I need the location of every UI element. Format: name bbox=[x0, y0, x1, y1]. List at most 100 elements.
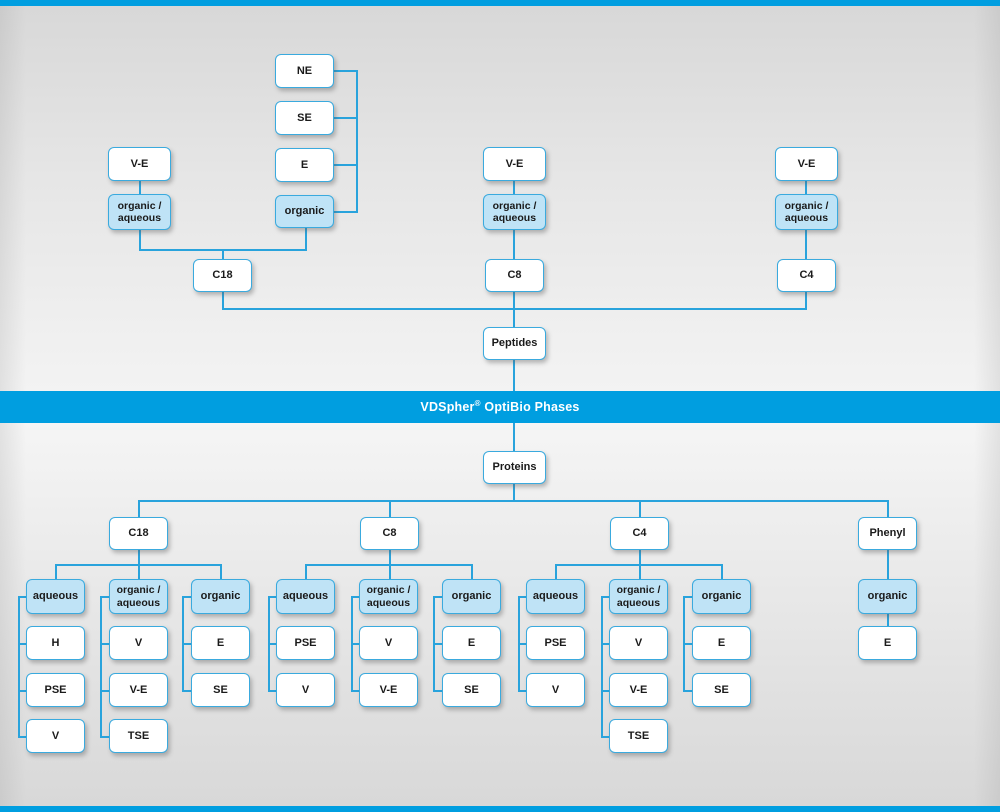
section-banner: VDSpher® OptiBio Phases bbox=[0, 391, 1000, 423]
node-c18-organic-e[interactable]: E bbox=[191, 626, 250, 660]
node-c18-oa-tse[interactable]: TSE bbox=[109, 719, 168, 753]
node-e[interactable]: E bbox=[275, 148, 334, 182]
node-c18-aqueous[interactable]: aqueous bbox=[26, 579, 85, 614]
node-c8-aqueous-v[interactable]: V bbox=[276, 673, 335, 707]
node-c8-aqueous[interactable]: aqueous bbox=[276, 579, 335, 614]
connector-c8-oa-stub2 bbox=[351, 690, 363, 692]
connector-oa-down-c18 bbox=[139, 229, 141, 250]
connector-c8-aq-stub1 bbox=[268, 643, 280, 645]
node-c4-aqueous[interactable]: aqueous bbox=[526, 579, 585, 614]
connector-c4-down-lower bbox=[639, 550, 641, 565]
node-c18-organic-se[interactable]: SE bbox=[191, 673, 250, 707]
node-ve-c18[interactable]: V-E bbox=[108, 147, 171, 181]
connector-phenyl-organic-to-e bbox=[887, 614, 889, 626]
node-c18-organic[interactable]: organic bbox=[191, 579, 250, 614]
connector-phenyl-to-organic bbox=[887, 550, 889, 579]
connector-c18-aq-stub3 bbox=[18, 736, 30, 738]
connector-c4-org-stub0 bbox=[683, 596, 695, 598]
connector-c4-to-aqueous bbox=[555, 564, 557, 579]
connector-c18-org-stub1 bbox=[182, 643, 194, 645]
connector-proteins-distributor bbox=[138, 500, 888, 502]
node-c4-organic[interactable]: organic bbox=[692, 579, 751, 614]
node-c18-oa-v[interactable]: V bbox=[109, 626, 168, 660]
node-organic-c18[interactable]: organic bbox=[275, 195, 334, 228]
node-organic-aqueous-c4[interactable]: organic / aqueous bbox=[775, 194, 838, 230]
connector-drop-phenyl bbox=[887, 500, 889, 517]
node-organic-aqueous-c18[interactable]: organic / aqueous bbox=[108, 194, 171, 230]
node-c4-organic-aqueous[interactable]: organic / aqueous bbox=[609, 579, 668, 614]
connector-drop-c4 bbox=[639, 500, 641, 517]
node-c8-peptides[interactable]: C8 bbox=[485, 259, 544, 292]
connector-c18-org-stub0 bbox=[182, 596, 194, 598]
node-peptides-root[interactable]: Peptides bbox=[483, 327, 546, 360]
node-ve-c4[interactable]: V-E bbox=[775, 147, 838, 181]
connector-c18-to-organic bbox=[220, 564, 222, 579]
node-organic-aqueous-c8[interactable]: organic / aqueous bbox=[483, 194, 546, 230]
connector-ne-out bbox=[333, 70, 358, 72]
node-phenyl-proteins[interactable]: Phenyl bbox=[858, 517, 917, 550]
connector-c8-oa-stub0 bbox=[351, 596, 363, 598]
connector-c8-to-peptides bbox=[513, 290, 515, 330]
connector-c8-org-stub1 bbox=[433, 643, 445, 645]
node-phenyl-organic-e[interactable]: E bbox=[858, 626, 917, 660]
bottom-accent-bar bbox=[0, 806, 1000, 812]
connector-c18-oa-bus bbox=[100, 597, 102, 737]
connector-ve-oa-c18 bbox=[139, 180, 141, 197]
node-proteins-root[interactable]: Proteins bbox=[483, 451, 546, 484]
node-c4-aqueous-v[interactable]: V bbox=[526, 673, 585, 707]
node-ve-c8[interactable]: V-E bbox=[483, 147, 546, 181]
node-se[interactable]: SE bbox=[275, 101, 334, 135]
node-c4-proteins[interactable]: C4 bbox=[610, 517, 669, 550]
node-c8-proteins[interactable]: C8 bbox=[360, 517, 419, 550]
node-c18-peptides[interactable]: C18 bbox=[193, 259, 252, 292]
node-c18-proteins[interactable]: C18 bbox=[109, 517, 168, 550]
node-c18-aqueous-v[interactable]: V bbox=[26, 719, 85, 753]
banner-text: VDSpher® OptiBio Phases bbox=[420, 399, 580, 415]
connector-c4-to-organic bbox=[721, 564, 723, 579]
node-c4-organic-e[interactable]: E bbox=[692, 626, 751, 660]
node-c4-organic-se[interactable]: SE bbox=[692, 673, 751, 707]
connector-c8-to-oa bbox=[389, 564, 391, 579]
connector-oa-to-c4 bbox=[805, 229, 807, 261]
node-c8-aqueous-pse[interactable]: PSE bbox=[276, 626, 335, 660]
node-c4-peptides[interactable]: C4 bbox=[777, 259, 836, 292]
node-c18-organic-aqueous[interactable]: organic / aqueous bbox=[109, 579, 168, 614]
connector-peptides-to-banner bbox=[513, 359, 515, 393]
connector-drop-c8 bbox=[389, 500, 391, 517]
node-c4-aqueous-pse[interactable]: PSE bbox=[526, 626, 585, 660]
node-c4-oa-v[interactable]: V bbox=[609, 626, 668, 660]
node-c4-oa-ve[interactable]: V-E bbox=[609, 673, 668, 707]
connector-c8-to-organic bbox=[471, 564, 473, 579]
connector-se-out bbox=[333, 117, 358, 119]
connector-c8-modes-bar bbox=[305, 564, 472, 566]
connector-ve-oa-c8 bbox=[513, 180, 515, 197]
connector-e-out bbox=[333, 164, 358, 166]
node-c8-organic-e[interactable]: E bbox=[442, 626, 501, 660]
connector-merge-to-c18 bbox=[222, 249, 224, 261]
connector-c4-oa-bus bbox=[601, 597, 603, 737]
node-c8-organic-aqueous[interactable]: organic / aqueous bbox=[359, 579, 418, 614]
node-c8-organic-se[interactable]: SE bbox=[442, 673, 501, 707]
node-c8-oa-ve[interactable]: V-E bbox=[359, 673, 418, 707]
node-c8-organic[interactable]: organic bbox=[442, 579, 501, 614]
node-c18-oa-ve[interactable]: V-E bbox=[109, 673, 168, 707]
node-c18-aqueous-h[interactable]: H bbox=[26, 626, 85, 660]
connector-ve-oa-c4 bbox=[805, 180, 807, 197]
connector-c8-aq-stub2 bbox=[268, 690, 280, 692]
node-c18-aqueous-pse[interactable]: PSE bbox=[26, 673, 85, 707]
connector-c4-org-stub2 bbox=[683, 690, 695, 692]
node-phenyl-organic[interactable]: organic bbox=[858, 579, 917, 614]
connector-c18-oa-stub1 bbox=[100, 643, 112, 645]
connector-c4-down bbox=[805, 290, 807, 309]
connector-c8-org-stub2 bbox=[433, 690, 445, 692]
connector-c4-oa-stub1 bbox=[601, 643, 613, 645]
connector-c18-to-oa bbox=[138, 564, 140, 579]
top-accent-bar bbox=[0, 0, 1000, 6]
connector-c8-oa-stub1 bbox=[351, 643, 363, 645]
node-ne[interactable]: NE bbox=[275, 54, 334, 88]
connector-proteins-down bbox=[513, 484, 515, 501]
node-c4-oa-tse[interactable]: TSE bbox=[609, 719, 668, 753]
connector-c18-down bbox=[222, 290, 224, 309]
node-c8-oa-v[interactable]: V bbox=[359, 626, 418, 660]
